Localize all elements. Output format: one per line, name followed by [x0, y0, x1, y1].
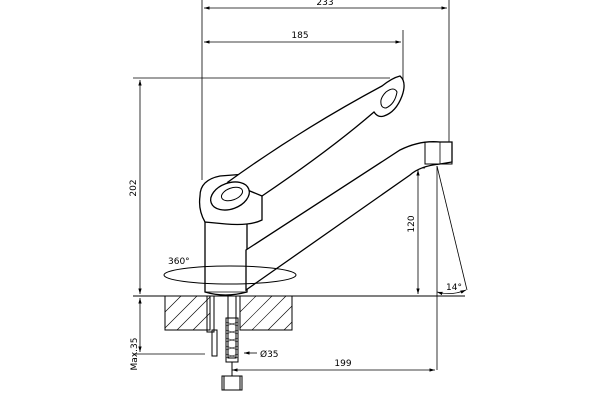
- dim-label-d35: Ø35: [260, 349, 279, 360]
- dimension-spout-angle: 14°: [436, 165, 468, 370]
- dim-label-14: 14°: [446, 283, 462, 293]
- dim-label-max35: Max.35: [130, 338, 140, 371]
- flexible-hose: [221, 317, 243, 391]
- extension-lines: [133, 0, 450, 355]
- dimension-hole-diameter: Ø35: [244, 349, 279, 360]
- swivel-ellipse: [163, 265, 297, 285]
- dimension-max-thickness: Max.35: [130, 298, 142, 371]
- dim-label-185: 185: [291, 31, 308, 41]
- dim-label-233: 233: [316, 0, 333, 8]
- dimension-height: 202: [129, 80, 142, 294]
- dimension-spout-height: 120: [407, 170, 420, 294]
- countertop: [133, 295, 465, 331]
- dimension-overall-width: 233: [204, 0, 447, 10]
- dim-label-199: 199: [334, 359, 351, 369]
- dimension-swivel: 360°: [168, 257, 190, 267]
- dimension-handle-reach: 185: [204, 31, 401, 44]
- dim-label-202: 202: [129, 179, 139, 196]
- dimension-spout-reach: 199: [232, 359, 435, 372]
- tap-body: [163, 75, 453, 391]
- dim-label-360: 360°: [168, 257, 190, 267]
- dim-label-120: 120: [407, 215, 417, 232]
- countertop-hatch: [164, 295, 293, 331]
